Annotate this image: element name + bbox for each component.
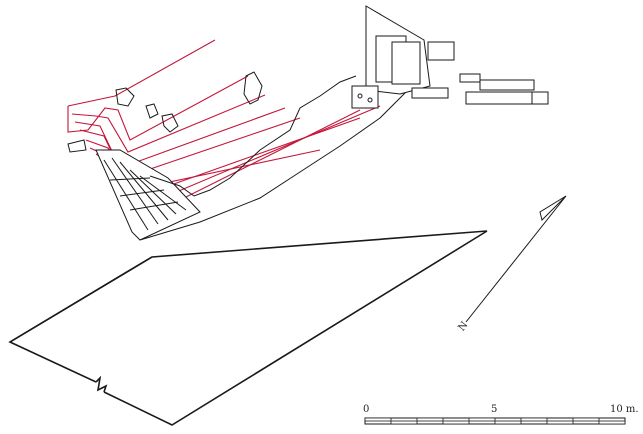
scale-bar-segments xyxy=(364,417,626,425)
stone-fragment xyxy=(161,113,179,133)
north-arrow: N xyxy=(456,195,567,334)
contour-4 xyxy=(74,107,286,169)
contour-1 xyxy=(67,39,216,107)
scale-segment xyxy=(442,420,470,425)
stone-detached xyxy=(427,41,455,61)
stone-slab xyxy=(391,41,421,85)
post-hole xyxy=(357,93,363,99)
contour-3 xyxy=(71,94,266,153)
foundation-outline xyxy=(8,230,488,426)
break-symbol xyxy=(95,375,108,393)
stone-joint xyxy=(109,177,151,181)
scale-segment xyxy=(598,420,626,425)
scale-segment xyxy=(390,420,418,425)
stone-joint xyxy=(119,161,169,221)
stone-end-cap xyxy=(67,139,87,153)
stone-detached xyxy=(479,79,535,91)
stone-joint xyxy=(139,175,187,211)
stone-joint xyxy=(119,189,165,197)
stone-joint xyxy=(111,157,159,225)
stone-slab xyxy=(351,85,379,109)
scale-segment xyxy=(546,420,574,425)
masonry-rear-edge xyxy=(139,87,411,241)
stone-detached xyxy=(531,91,549,105)
stone-fragment xyxy=(115,87,135,107)
masonry-block xyxy=(67,5,549,241)
scale-segment xyxy=(416,417,444,422)
north-arrow-head xyxy=(539,195,567,221)
scale-bar: 0 5 10 m. xyxy=(363,404,639,425)
stone-detached xyxy=(465,91,533,105)
stone-joint xyxy=(129,201,179,211)
scale-segment xyxy=(468,417,496,422)
post-hole xyxy=(367,97,373,103)
scale-segment xyxy=(494,420,522,425)
masonry-ragged-edge xyxy=(149,75,357,197)
scale-tick-10: 10 m. xyxy=(610,404,639,415)
contour-2 xyxy=(67,75,249,141)
scale-tick-0: 0 xyxy=(363,404,369,415)
stone-fragment xyxy=(145,103,159,119)
scattered-stones xyxy=(115,71,263,133)
stone-detached xyxy=(411,87,449,99)
north-arrow-label: N xyxy=(456,320,470,334)
stone-fragment xyxy=(243,71,263,105)
foundation-long-wall xyxy=(9,230,488,343)
scale-segment xyxy=(572,417,600,422)
scale-segment xyxy=(364,417,392,422)
scale-tick-5: 5 xyxy=(491,404,497,415)
north-arrow-shaft xyxy=(465,195,567,323)
stone-detached xyxy=(459,73,481,83)
foundation-lower-wall xyxy=(103,230,488,426)
scale-segment xyxy=(520,417,548,422)
foundation-polyline xyxy=(8,256,153,383)
